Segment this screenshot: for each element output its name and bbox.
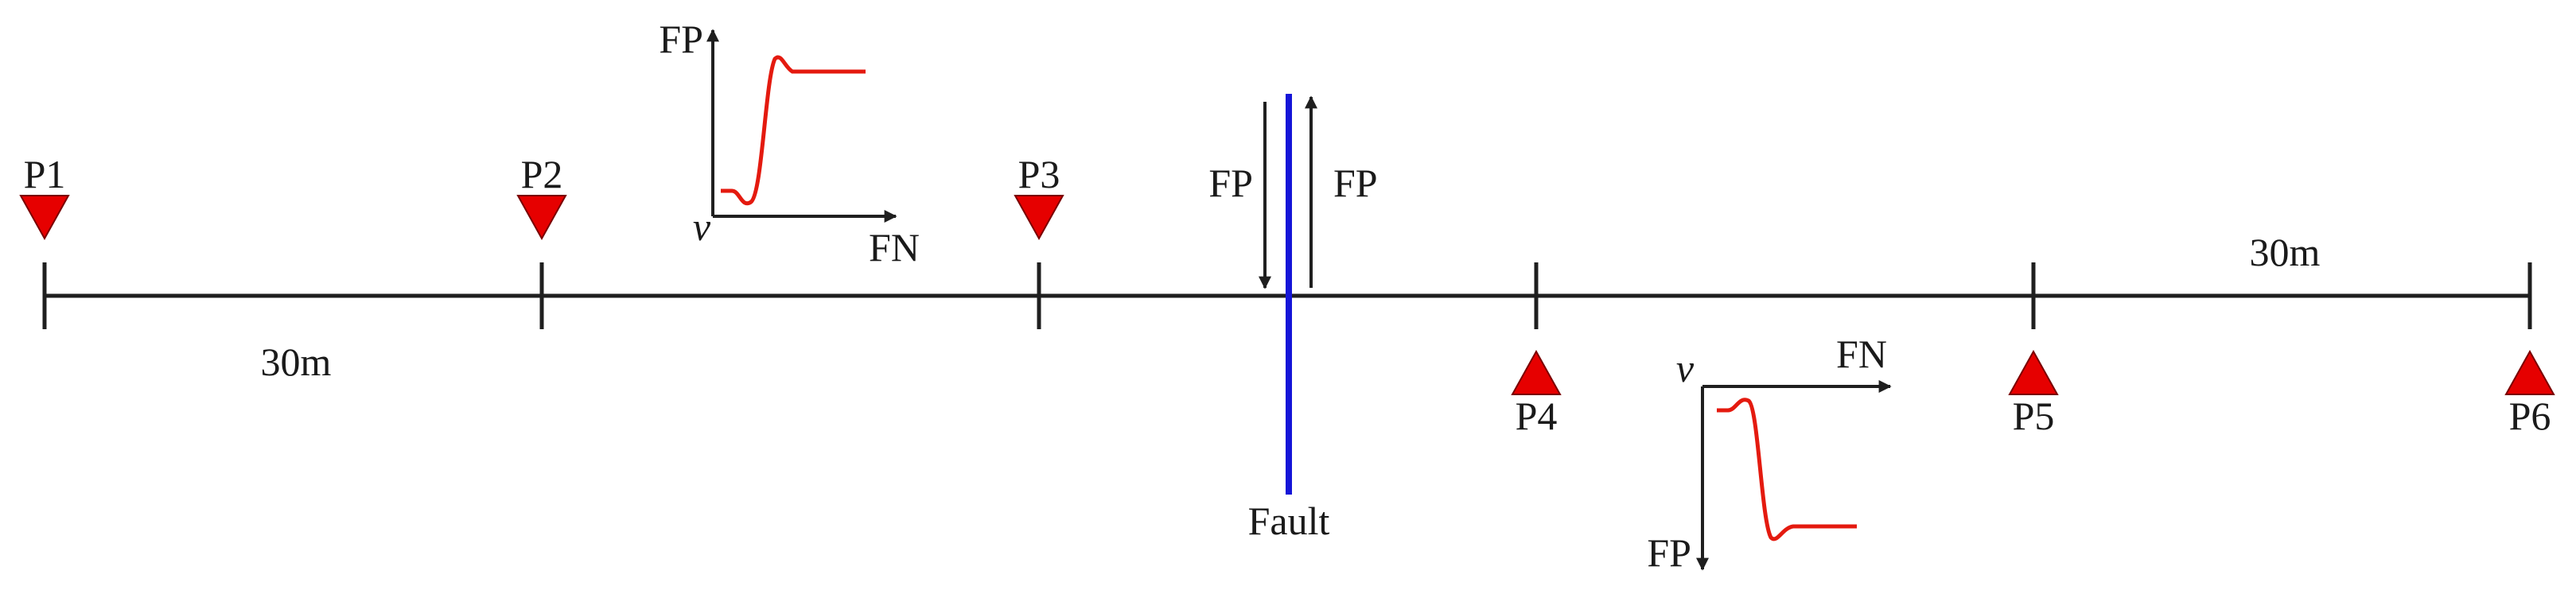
station-label-p1: P1 — [24, 152, 66, 196]
inset-top-curve — [721, 55, 866, 206]
station-marker-p5 — [2008, 349, 2059, 395]
station-label-p6: P6 — [2509, 394, 2551, 438]
fault-label: Fault — [1248, 499, 1330, 543]
fault-arrow-up-label: FP — [1333, 161, 1378, 205]
inset-bottom-origin-label: v — [1676, 346, 1695, 390]
inset-top-x-label: FN — [869, 225, 920, 270]
inset-top: FP FN v — [659, 17, 920, 270]
spacing-label-left: 30m — [261, 340, 332, 384]
inset-bottom-y-label: FP — [1647, 530, 1691, 575]
inset-bottom-curve — [1717, 398, 1857, 541]
spacing-label-right: 30m — [2250, 230, 2321, 274]
fault-arrow-down-label: FP — [1208, 161, 1253, 205]
station-label-p3: P3 — [1018, 152, 1060, 196]
inset-top-origin-label: v — [693, 204, 711, 249]
inset-top-y-label: FP — [659, 17, 703, 61]
station-marker-p1 — [19, 195, 70, 241]
station-marker-p3 — [1014, 195, 1064, 241]
station-label-p5: P5 — [2013, 394, 2055, 438]
inset-bottom-x-label: FN — [1836, 332, 1887, 376]
station-marker-p2 — [516, 195, 567, 241]
station-marker-p6 — [2504, 349, 2555, 395]
station-label-p2: P2 — [521, 152, 563, 196]
station-label-p4: P4 — [1516, 394, 1558, 438]
station-marker-p4 — [1511, 349, 1562, 395]
tick-marks — [42, 262, 2532, 329]
inset-bottom: v FN FP — [1647, 332, 1892, 575]
